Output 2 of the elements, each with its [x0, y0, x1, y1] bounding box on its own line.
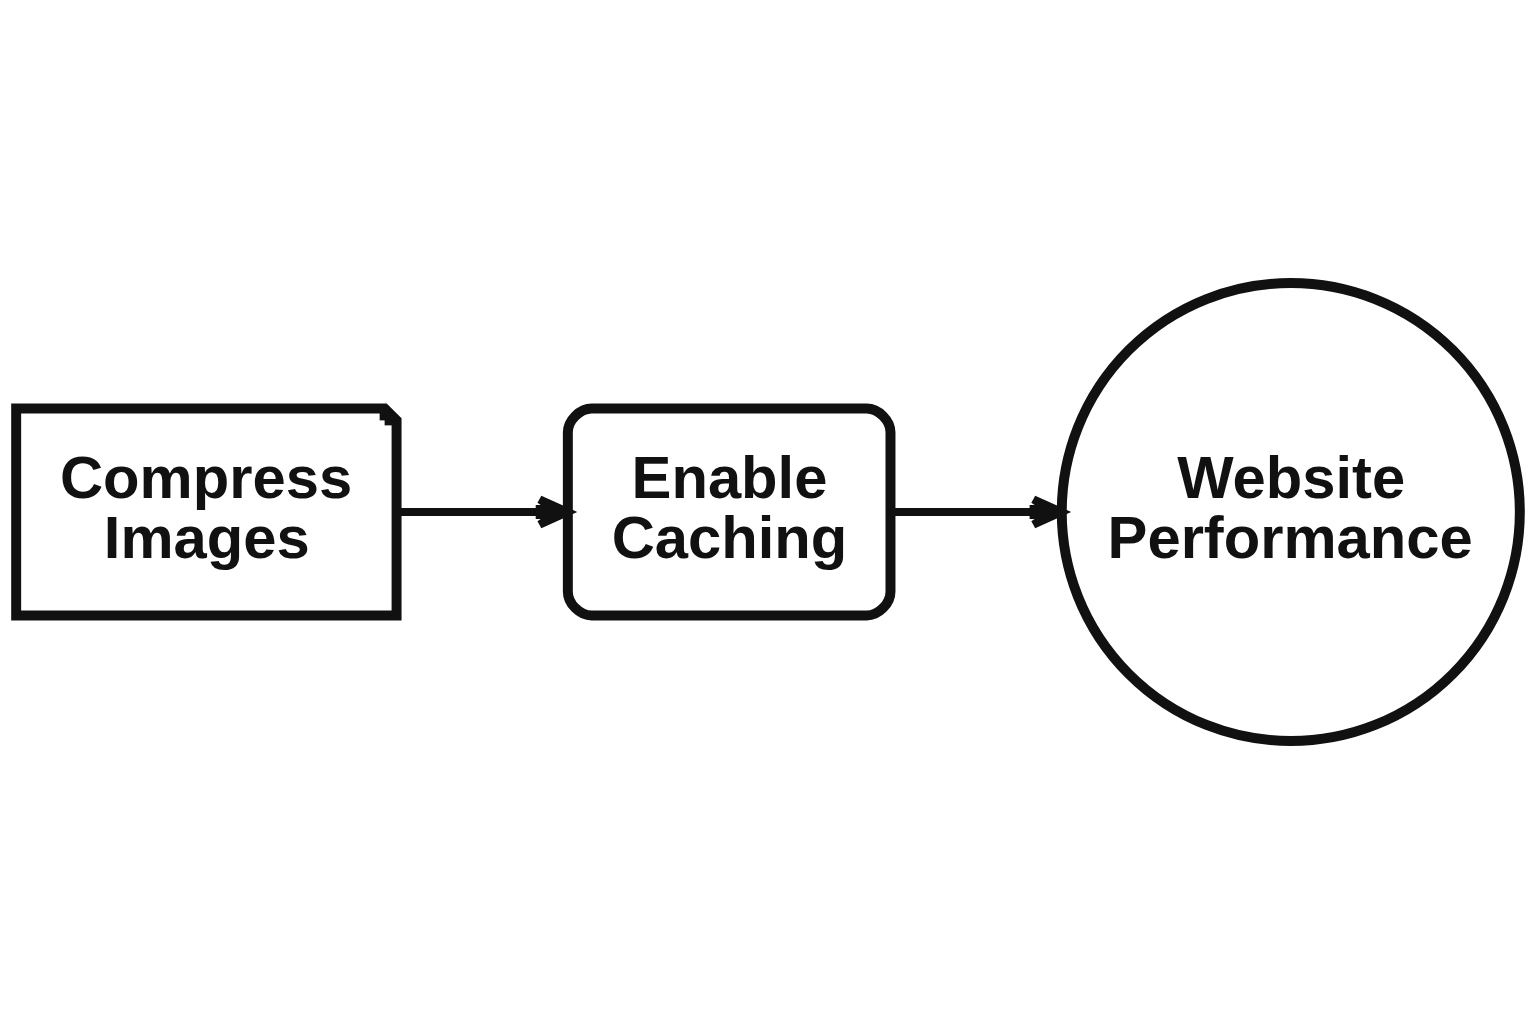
node-box: Enable Caching [562, 403, 896, 621]
node-circle: Website Performance [1056, 278, 1525, 746]
